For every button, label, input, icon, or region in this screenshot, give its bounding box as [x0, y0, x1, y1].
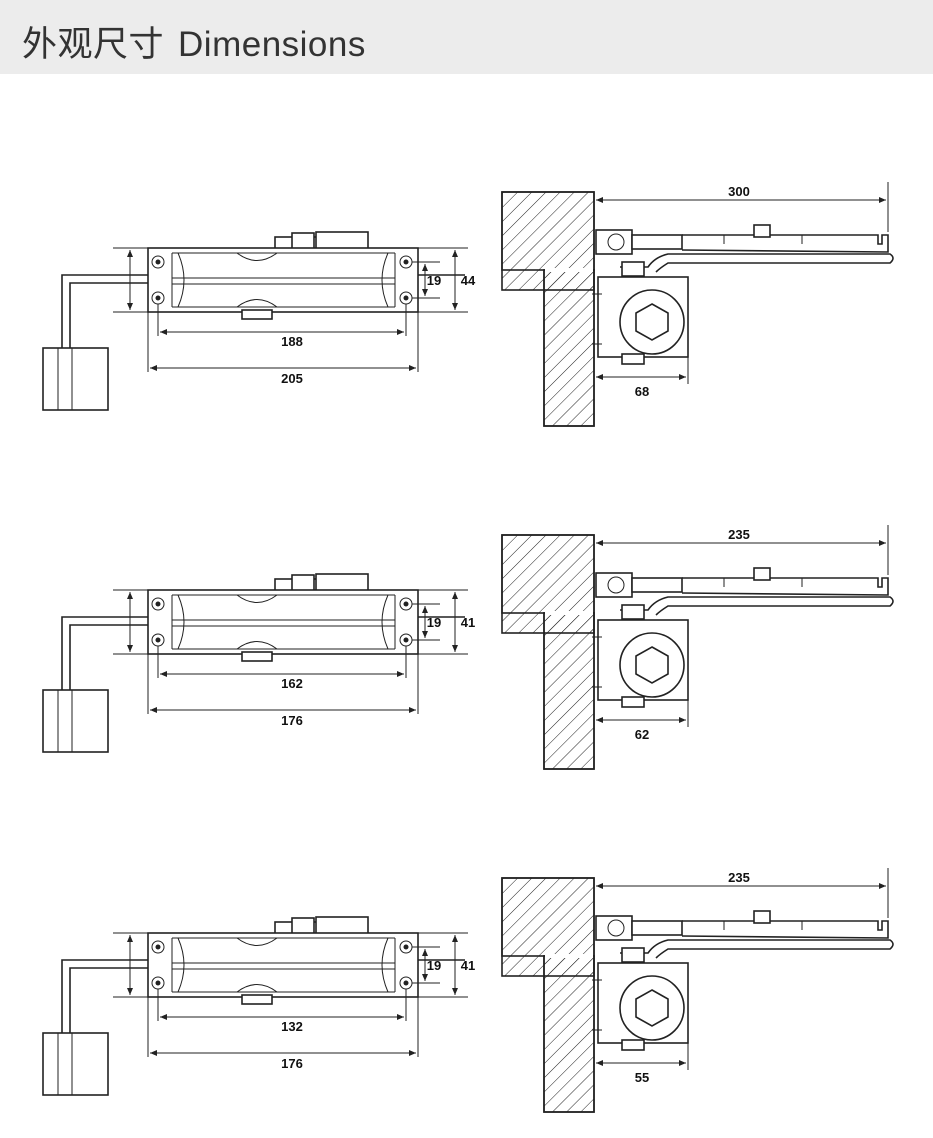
dim-height-3: 41 [461, 958, 475, 973]
dim-hole-spacing-2: 19 [427, 615, 441, 630]
dim-total-width-3: 176 [281, 1056, 303, 1071]
side-view-1: 300 68 [502, 182, 893, 426]
header-bar: 外观尺寸 Dimensions [0, 0, 933, 74]
dim-hole-spacing-3: 19 [427, 958, 441, 973]
title-english: Dimensions [178, 25, 366, 64]
page-title: 外观尺寸 Dimensions [22, 16, 366, 67]
dim-total-width-1: 205 [281, 371, 303, 386]
front-view-1: 188 205 19 44 [43, 232, 476, 410]
front-view-3: 132 176 19 41 [43, 917, 475, 1095]
dim-hole-spacing-1: 19 [427, 273, 441, 288]
dim-inner-width-2: 162 [281, 676, 303, 691]
dim-bracket-offset-2: 62 [635, 727, 649, 742]
front-view-2: 162 176 19 41 [43, 574, 475, 752]
dim-inner-width-1: 188 [281, 334, 303, 349]
side-view-2: 235 62 [502, 525, 893, 769]
title-chinese: 外观尺寸 [22, 25, 165, 65]
dim-total-width-2: 176 [281, 713, 303, 728]
dim-height-2: 41 [461, 615, 475, 630]
dim-arm-length-1: 300 [728, 184, 750, 199]
dim-arm-length-3: 235 [728, 870, 750, 885]
dim-arm-length-2: 235 [728, 527, 750, 542]
dim-bracket-offset-3: 55 [635, 1070, 649, 1085]
dim-height-1: 44 [461, 273, 476, 288]
side-view-3: 235 55 [502, 868, 893, 1112]
dim-bracket-offset-1: 68 [635, 384, 649, 399]
dim-inner-width-3: 132 [281, 1019, 303, 1034]
